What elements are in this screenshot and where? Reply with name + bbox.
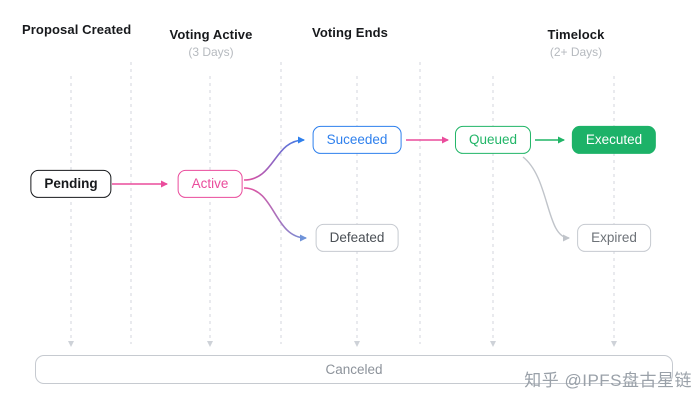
column-header-timelock: Timelock (2+ Days)	[548, 27, 605, 59]
column-header-label: Voting Ends	[312, 25, 388, 40]
column-header-duration: (3 Days)	[188, 45, 234, 59]
state-node-defeated: Defeated	[315, 223, 399, 253]
column-header-proposal-created: Proposal Created	[22, 22, 131, 37]
state-node-executed: Executed	[571, 125, 657, 155]
phase-separator-lines	[130, 62, 421, 344]
state-node-suceeded: Suceeded	[312, 125, 402, 155]
state-bar-canceled: Canceled	[35, 355, 673, 384]
cancel-transition-lines	[68, 76, 617, 347]
arrow-queued-to-expired	[522, 156, 570, 242]
column-header-voting-active: Voting Active (3 Days)	[170, 27, 253, 59]
canceled-label: Canceled	[325, 362, 383, 377]
arrow-active-to-defeated	[243, 187, 307, 242]
zhihu-watermark: 知乎 @IPFS盘古星链	[524, 371, 692, 390]
column-header-label: Proposal Created	[22, 22, 132, 37]
column-header-voting-ends: Voting Ends	[312, 25, 388, 40]
arrow-active-to-suceeded	[243, 136, 305, 181]
state-node-expired: Expired	[577, 223, 651, 253]
state-node-queued: Queued	[454, 125, 532, 155]
state-node-active: Active	[177, 169, 243, 199]
column-header-duration: (2+ Days)	[549, 45, 603, 59]
column-header-label: Timelock	[547, 27, 605, 42]
column-header-label: Voting Active	[169, 27, 253, 42]
state-node-pending: Pending	[30, 169, 112, 199]
